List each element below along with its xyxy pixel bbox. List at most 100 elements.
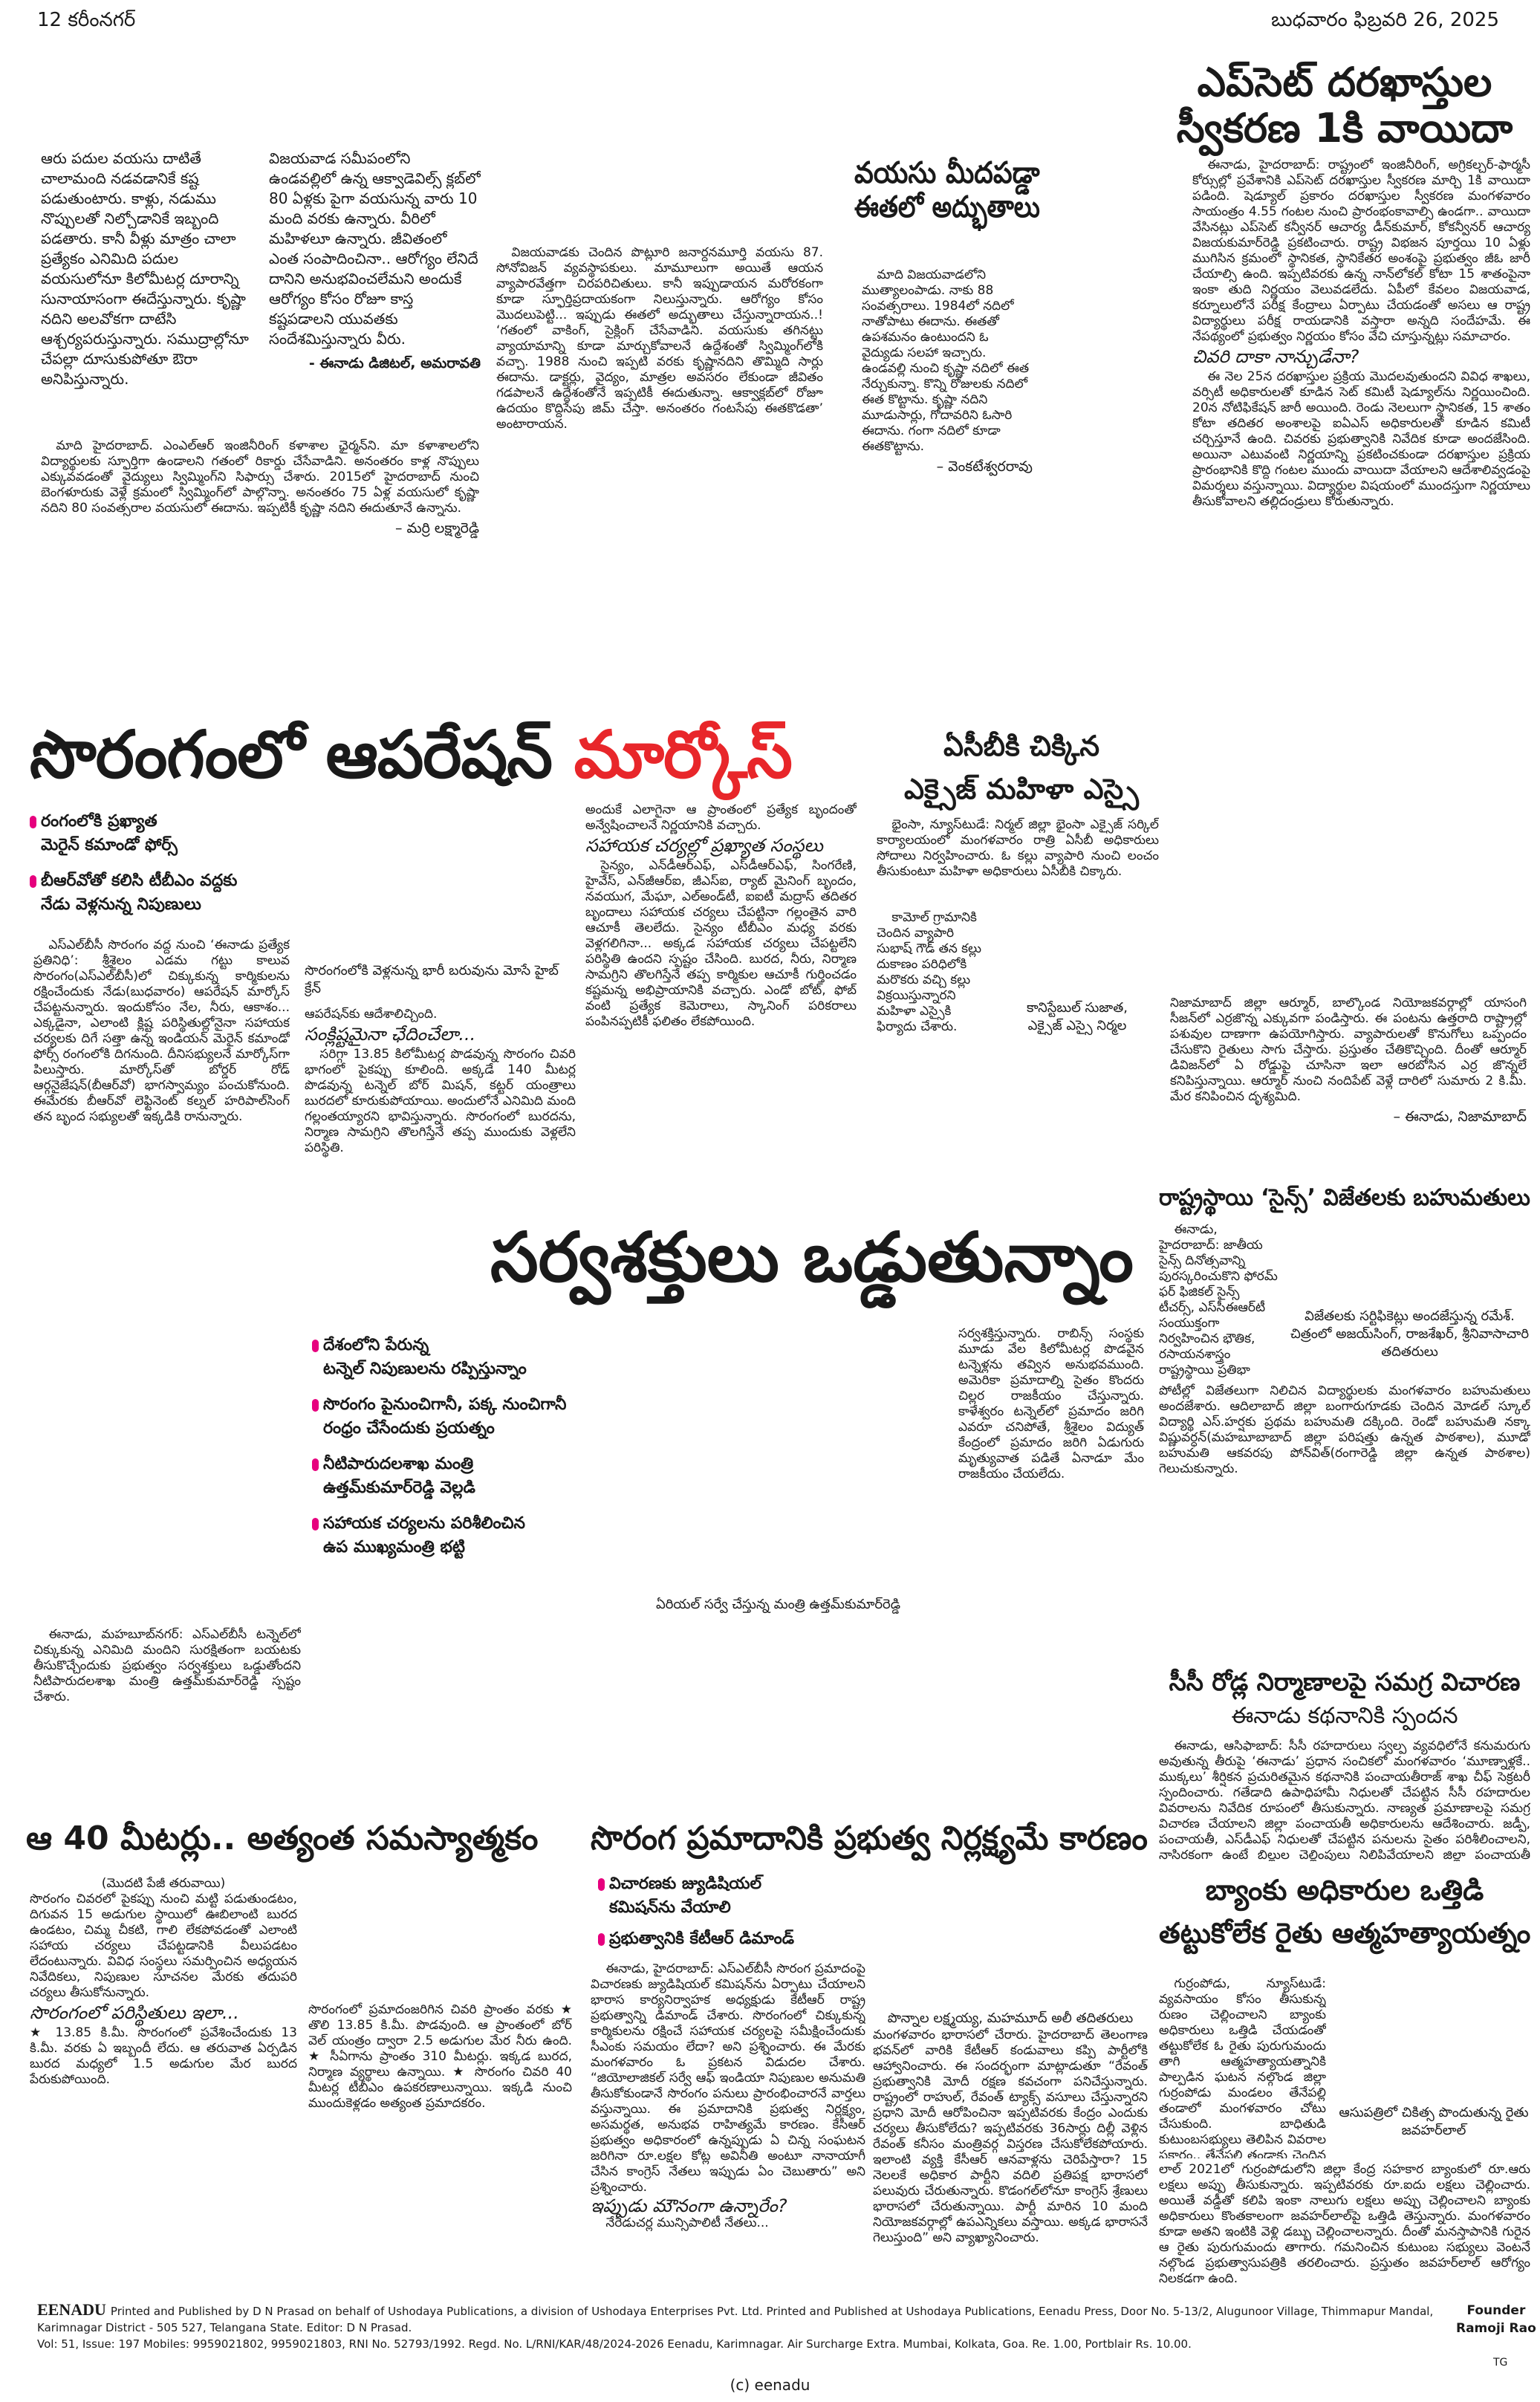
sarva-photo (609, 1334, 943, 1586)
sarva-body-left-text: ఈనాడు, మహబూబ్‌నగర్: ఎస్‌ఎల్‌బీసీ టన్నెల్… (33, 1627, 301, 1704)
bank-body-2: లాల్ 2021లో గుర్రంపోడులోని జిల్లా కేంద్ర… (1159, 2162, 1530, 2294)
forty-headline: ఆ 40 మీటర్లు.. అత్యంత సమస్యాత్మకం (26, 1820, 539, 1857)
copyright: (c) eenadu (730, 2376, 810, 2394)
eapcet-body-1: ఈనాడు, హైదరాబాద్: రాష్ట్రంలో ఇంజినీరింగ్… (1192, 158, 1530, 344)
issue-date: బుధవారం ఫిబ్రవరి 26, 2025 (1271, 9, 1499, 31)
swim-story-2: మాది హైదరాబాద్. ఎంఎల్ఆర్ ఇంజినీరింగ్ కళా… (41, 438, 479, 661)
bullet-line-1: నీటిపారుదలశాఖ మంత్రి (323, 1455, 474, 1473)
forty-photo (308, 1876, 572, 1995)
bank-headline: బ్యాంకు అధికారుల ఒత్తిడి తట్టుకోలేక రైతు… (1159, 1869, 1530, 1955)
swim-headline-line-2: ఈతలో అద్భుతాలు (854, 190, 1040, 224)
acb-body-2-text: కామోల్ గ్రామానికి చెందిన వ్యాపారి సుభాష్… (877, 910, 981, 1034)
eenadu-logo: EENADU (37, 2300, 106, 2319)
negligence-bullets: విచారణకు జ్యుడిషియల్కమిషన్‌ను వేయాలి ప్ర… (598, 1872, 862, 1951)
page-number-section: 12 కరీంనగర్ (37, 9, 136, 31)
sarva-headline: సర్వశక్తులు ఒడ్డుతున్నాం (490, 1218, 1134, 1297)
bank-headline-line-2: తట్టుకోలేక రైతు ఆత్మహత్యాయత్నం (1159, 1917, 1531, 1950)
negligence-body-1-text: ఈనాడు, హైదరాబాద్: ఎస్‌ఎల్‌బీసీ సొరంగ ప్ర… (591, 1961, 865, 2195)
markos-body-2: సొరంగంలోకి వెళ్లనున్న భారీ బరువును మోసే … (305, 962, 576, 1218)
swim-story-1: విజయవాడకు చెందిన పొట్లూరి జనార్దనమూర్తి … (496, 245, 823, 661)
markos-headline: సొరంగంలో ఆపరేషన్ మార్కోస్ (30, 717, 862, 792)
nizamabad-caption: నిజామాబాద్ జిల్లా ఆర్మూర్, బాల్కొండ నియో… (1170, 996, 1527, 1178)
swim-intro-1: ఆరు పదుల వయసు దాటితే చాలామంది నడవడానికే … (41, 149, 253, 423)
negligence-bullet: ప్రభుత్వానికి కేటీఆర్ డిమాండ్ (598, 1927, 862, 1951)
negligence-photo (869, 1872, 1151, 2006)
markos-body-1-text: ఎస్‌ఎల్‌బీసీ సొరంగం వద్ద నుంచి ‘ఈనాడు ప్… (33, 938, 290, 1124)
markos-subhead-1: సంక్లిష్టమైనా ఛేదించేలా... (305, 1024, 476, 1045)
founder-credit: Founder Ramoji Rao (1456, 2302, 1536, 2337)
swim-story-2-signature: – మర్రి లక్ష్మారెడ్డి (394, 520, 479, 536)
cc-body-text: ఈనాడు, ఆసిఫాబాద్: సీసీ రహదారులు స్వల్ప వ… (1159, 1739, 1530, 1861)
founder-label: Founder (1466, 2303, 1526, 2318)
sarva-body-right: సర్వశక్తిస్తున్నారు. రాబిన్స్ సంస్థకు మూ… (958, 1326, 1144, 1787)
eapcet-body-2: ఈ నెల 25న దరఖాస్తుల ప్రక్రియ మొదలవుతుందన… (1192, 369, 1530, 509)
bullet-line-1: సహాయక చర్యలను పరిశీలించిన (323, 1514, 525, 1533)
eapcet-headline-line-1: ఎప్‌సెట్ దరఖాస్తుల (1197, 59, 1492, 106)
bullet-line-1: బీఆర్‌వోతో కలిసి టీబీఎం వద్దకు (41, 871, 238, 890)
bullet-line-2: ఉప ముఖ్యమంత్రి భట్టి (323, 1538, 465, 1557)
bullet-line-1: సొరంగం పైనుంచిగానీ, పక్క నుంచిగానీ (323, 1395, 567, 1414)
swim-intro-2-text: విజయవాడ సమీపంలోని ఉండవల్లిలో ఉన్న ఆక్వాడ… (269, 149, 481, 348)
bank-headline-line-1: బ్యాంకు అధికారుల ఒత్తిడి (1205, 1874, 1484, 1906)
bullet-icon (312, 1518, 319, 1531)
nizamabad-signature: – ఈనాడు, నిజామాబాద్ (1393, 1109, 1527, 1125)
eapcet-subhead: చివరి దాకా నాన్చుడేనా? (1192, 346, 1359, 367)
forty-body-1: (మొదటి పేజీ తరువాయి) సొరంగం చివరలో పైకప్… (30, 1876, 297, 2292)
markos-subhead-2: సహాయక చర్యల్లో ప్రఖ్యాత సంస్థలు (585, 835, 823, 856)
markos-body-3: అందుకే ఎలాగైనా ఆ ప్రాంతంలో ప్రత్యేక బృంద… (585, 802, 857, 1218)
nizamabad-caption-text: నిజామాబాద్ జిల్లా ఆర్మూర్, బాల్కొండ నియో… (1170, 996, 1527, 1104)
bullet-icon (598, 1933, 605, 1946)
imprint-line-2: Vol: 51, Issue: 197 Mobiles: 9959021802,… (37, 2337, 1192, 2351)
bullet-icon (312, 1458, 319, 1471)
acb-caption-line-2: ఎక్సైజ్ ఎస్సై నిర్మల (1027, 1018, 1127, 1033)
eapcet-headline: ఎప్‌సెట్ దరఖాస్తుల స్వీకరణ 1కి వాయిదా (1159, 59, 1530, 152)
markos-body-2-lead: ఆపరేషన్‌కు ఆదేశాలిచ్చింది. (305, 1007, 438, 1022)
bank-body-1-text: గుర్రంపోడు, న్యూస్‌టుడే: వ్యవసాయం కోసం త… (1159, 1976, 1326, 2158)
sarva-body-right-text: సర్వశక్తిస్తున్నారు. రాబిన్స్ సంస్థకు మూ… (958, 1326, 1144, 1481)
negligence-bullet: విచారణకు జ్యుడిషియల్కమిషన్‌ను వేయాలి (598, 1872, 862, 1920)
forty-continued-note: (మొదటి పేజీ తరువాయి) (101, 1876, 226, 1891)
markos-bullet: బీఆర్‌వోతో కలిసి టీబీఎం వద్దకు నేడు వెళ్ల… (30, 869, 293, 917)
sarva-photo-caption: ఏరియల్ సర్వే చేస్తున్న మంత్రి ఉత్తమ్‌కుమ… (655, 1597, 901, 1612)
bullet-line-1: ప్రభుత్వానికి కేటీఆర్ డిమాండ్ (609, 1929, 795, 1948)
swim-intro-1-text: ఆరు పదుల వయసు దాటితే చాలామంది నడవడానికే … (41, 149, 249, 388)
science-body-2-text: పోటీల్లో విజేతలుగా నిలిచిన విద్యార్థులకు… (1159, 1383, 1530, 1476)
bullet-icon (30, 875, 36, 888)
bank-photo-caption: ఆసుపత్రిలో చికిత్స పొందుతున్న రైతు జవహర్… (1339, 2105, 1529, 2138)
edition-code: TG (1493, 2357, 1508, 2369)
markos-body-1: ఎస్‌ఎల్‌బీసీ సొరంగం వద్ద నుంచి ‘ఈనాడు ప్… (33, 938, 290, 1218)
swim-intro-signature: - ఈనాడు డిజిటల్, అమరావతి (308, 355, 481, 371)
bullet-line-2: నేడు వెళ్లనున్న నిపుణులు (41, 895, 201, 914)
acb-photo (995, 910, 1159, 992)
nizamabad-photo (1181, 724, 1530, 988)
bullet-line-1: దేశంలోని పేరున్న (323, 1336, 429, 1354)
swim-story-3: మాది విజయవాడలోని ముత్యాలంపాడు. నాకు 88 స… (862, 267, 1033, 669)
negligence-photo-caption: పొన్నాల లక్ష్మయ్య, మహమూద్ అలీ తదితరులు (887, 2010, 1134, 2026)
bullet-icon (312, 1399, 319, 1412)
markos-headline-black: సొరంగంలో ఆపరేషన్ (30, 716, 553, 793)
acb-photo-caption: కానిస్టేబుల్ సుజాత, ఎక్సైజ్ ఎస్సై నిర్మల (995, 999, 1159, 1035)
acb-caption-line-1: కానిస్టేబుల్ సుజాత, (1027, 1000, 1128, 1016)
science-body-1-text: ఈనాడు, హైదరాబాద్: జాతీయ సైన్స్ దినోత్సవా… (1159, 1222, 1278, 1377)
acb-body-2: కామోల్ గ్రామానికి చెందిన వ్యాపారి సుభాష్… (877, 910, 988, 1211)
forty-body-1-text: సొరంగం చివరలో పైకప్పు నుంచి మట్టి పడుతుం… (30, 1892, 297, 2000)
bullet-line-1: రంగంలోకి ప్రఖ్యాత (41, 812, 157, 831)
acb-headline: ఏసీబీకి చిక్కిన ఎక్సైజ్ మహిళా ఎస్సై (877, 724, 1166, 811)
bullet-icon (598, 1878, 605, 1891)
sarva-bullet: సహాయక చర్యలను పరిశీలించిన ఉప ముఖ్యమంత్రి … (312, 1512, 598, 1559)
science-body-2: పోటీల్లో విజేతలుగా నిలిచిన విద్యార్థులకు… (1159, 1383, 1530, 1565)
markos-photo (305, 810, 576, 958)
sarva-bullet: నీటిపారుదలశాఖ మంత్రిఉత్తమ్‌కుమార్‌రెడ్డి… (312, 1452, 598, 1500)
sarva-bullet: సొరంగం పైనుంచిగానీ, పక్క నుంచిగానీరంధ్రం… (312, 1393, 598, 1441)
markos-body-2-text: సరిగ్గా 13.85 కిలోమీటర్ల పొడవున్న సొరంగం… (305, 1047, 576, 1155)
bullet-line-1: విచారణకు జ్యుడిషియల్ (609, 1874, 762, 1893)
acb-body-1-text: భైంసా, న్యూస్‌టుడే: నిర్మల్ జిల్లా భైంసా… (877, 817, 1159, 879)
forty-body-2-text: ★ 13.85 కి.మీ. సొరంగంలో ప్రవేశించేందుకు … (30, 2025, 297, 2087)
swim-story-2-text: మాది హైదరాబాద్. ఎంఎల్ఆర్ ఇంజినీరింగ్ కళా… (41, 438, 479, 516)
swim-story-3-text: మాది విజయవాడలోని ముత్యాలంపాడు. నాకు 88 స… (862, 267, 1030, 454)
swim-headline-line-1: వయసు మీదపడ్డా (854, 156, 1040, 190)
markos-body-3-text: సైన్యం, ఎన్‌డీఆర్‌ఎఫ్, ఎస్‌డీఆర్‌ఎఫ్, సి… (585, 858, 857, 1029)
science-photo-caption: విజేతలకు సర్టిఫికెట్లు అందజేస్తున్న రమేశ… (1290, 1308, 1530, 1360)
